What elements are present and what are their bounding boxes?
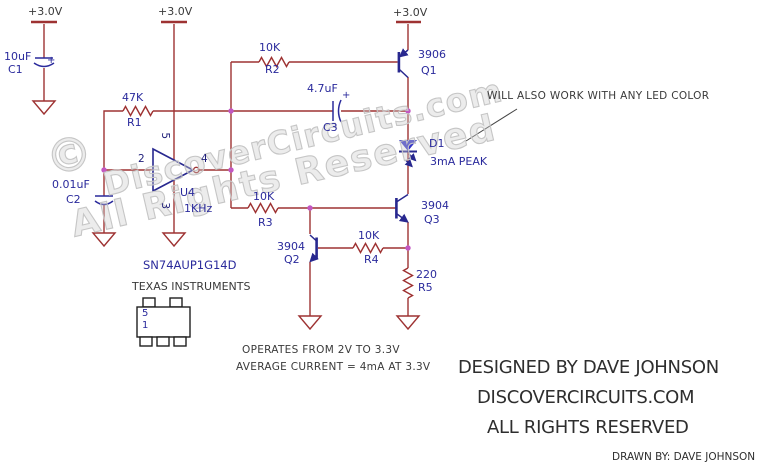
u4-pin-in-label: 2 [138,153,145,165]
power-label-left: +3.0V [28,5,63,18]
power-label-right: +3.0V [393,6,428,19]
wires [43,24,409,316]
c1-ref-label: C1 [8,63,23,76]
c3-value-label: 4.7uF [307,82,338,95]
drawn-by-text: DRAWN BY: DAVE JOHNSON [612,451,756,463]
c2-value-label: 0.01uF [52,178,90,191]
q2-ref-label: Q2 [284,253,300,266]
average-current-text: AVERAGE CURRENT = 4mA AT 3.3V [236,361,431,373]
u4-pin-out-label: 4 [201,153,208,165]
resistor-r5-symbol [402,267,414,299]
ic-package-drawing [136,297,191,347]
r1-value-label: 47K [122,91,144,104]
transistor-q3-symbol [395,193,409,223]
r5-ref-label: R5 [418,281,433,294]
transistor-q2-symbol [309,234,319,263]
u4-part-number-label: SN74AUP1G14D [143,258,237,272]
pkg-pin5-label: 5 [142,308,149,319]
resistor-r1-symbol [122,105,154,117]
u4-pin-gnd-label: 3 [159,202,172,210]
r4-value-label: 10K [358,229,380,242]
q3-ref-label: Q3 [424,213,440,226]
q3-part-label: 3904 [421,199,449,212]
u4-ref-label: U4 [180,186,196,199]
r4-ref-label: R4 [364,253,379,266]
c1-value-label: 10uF [4,50,32,63]
d1-note-label: 3mA PEAK [430,155,488,168]
u4-manufacturer-label: TEXAS INSTRUMENTS [132,280,251,293]
u4-pin-vcc-label: 5 [159,132,172,140]
r1-ref-label: R1 [127,116,142,129]
r2-value-label: 10K [259,41,281,54]
q1-part-label: 3906 [418,48,446,61]
q1-ref-label: Q1 [421,64,437,77]
resistor-r4-symbol [352,242,384,254]
q2-part-label: 3904 [277,240,305,253]
led-note-text: WILL ALSO WORK WITH ANY LED COLOR [487,90,710,102]
resistor-r2-symbol [258,56,290,68]
pkg-pin1-label: 1 [142,320,149,331]
c3-ref-label: C3 [323,121,338,134]
r5-value-label: 220 [416,268,437,281]
c1-polarity-label: + [47,55,56,66]
operating-range-text: OPERATES FROM 2V TO 3.3V [242,344,400,356]
site-text: DISCOVERCIRCUITS.COM [477,387,695,408]
led-d1-symbol [399,140,417,168]
r3-ref-label: R3 [258,216,273,229]
c2-ref-label: C2 [66,193,81,206]
transistor-q1-symbol [397,48,409,79]
capacitor-c2-symbol [94,195,114,206]
annotation-leader-line [465,108,518,142]
c3-polarity-label: + [342,90,351,101]
rights-text: ALL RIGHTS RESERVED [487,417,689,438]
designed-by-text: DESIGNED BY DAVE JOHNSON [458,357,719,378]
r3-value-label: 10K [253,190,275,203]
inverter-u4-symbol [152,147,200,193]
resistor-r3-symbol [247,202,279,214]
r2-ref-label: R2 [265,63,280,76]
u4-frequency-label: 1KHz [184,202,213,215]
power-label-mid: +3.0V [158,5,193,18]
ground-symbols [31,100,421,331]
d1-ref-label: D1 [429,137,445,150]
capacitor-c1-symbol [33,57,55,68]
junction-dots [101,108,411,251]
resistor-symbols [122,56,414,299]
capacitor-c3-symbol [332,99,342,123]
